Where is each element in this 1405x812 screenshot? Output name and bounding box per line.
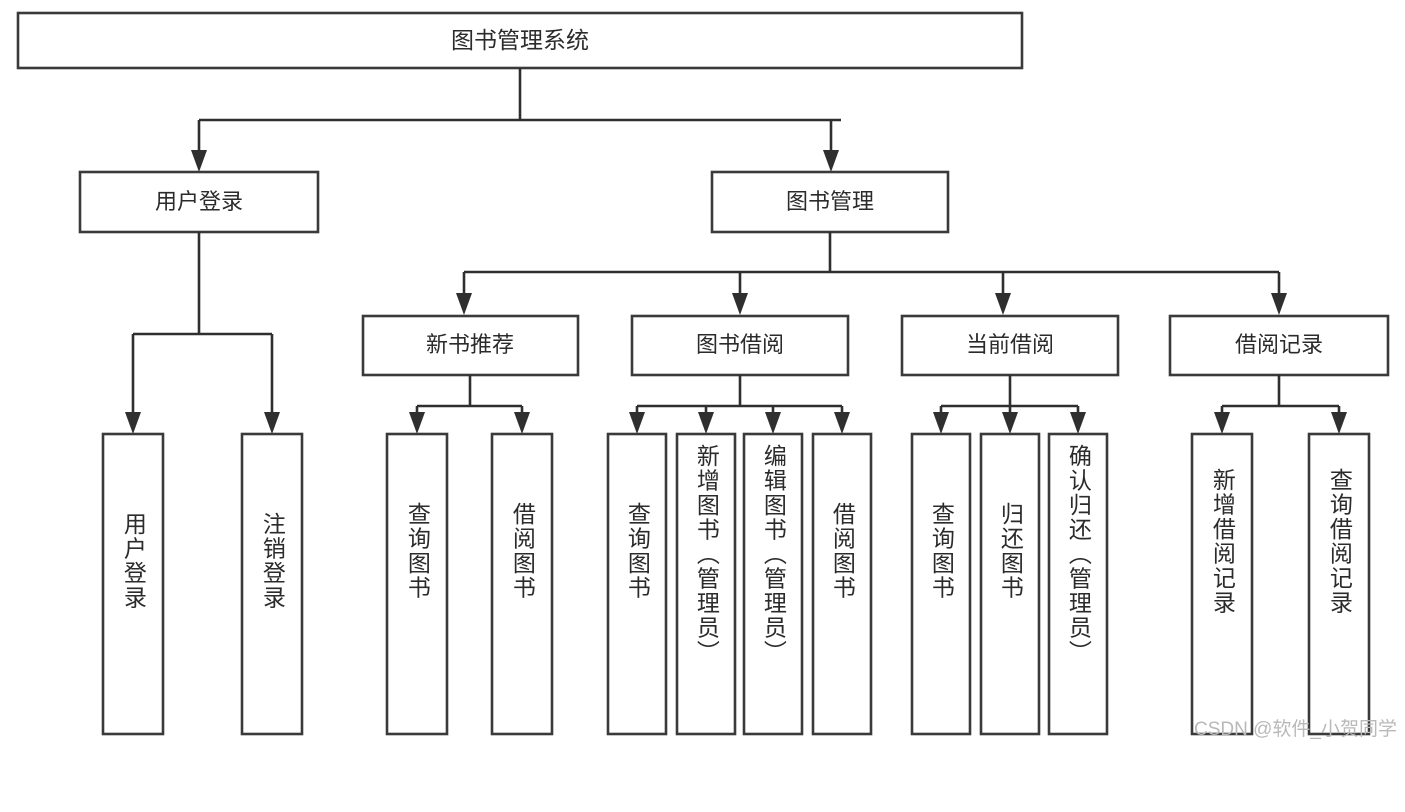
arrow-to-borrow-record: [1271, 293, 1287, 315]
leaf-box-edit-book[interactable]: [742, 432, 804, 736]
diagram-canvas: 图书管理系统 用户登录 图书管理: [16, 11, 1390, 736]
node-root-book-management-system[interactable]: 图书管理系统: [16, 11, 1024, 70]
node-borrow-record-label: 借阅记录: [1235, 332, 1323, 357]
arrow-to-leaf-query-book-3: [933, 412, 949, 434]
node-current-borrow-label: 当前借阅: [966, 332, 1054, 357]
leaf-box-logout-login[interactable]: [240, 432, 304, 736]
leaf-box-query-book-2[interactable]: [606, 432, 668, 736]
node-new-book-recommend[interactable]: 新书推荐: [361, 314, 580, 377]
arrow-to-new-book-recommend: [456, 293, 472, 315]
connector-book-management-to-level2: [456, 232, 1287, 315]
arrow-to-leaf-query-book-2: [629, 412, 645, 434]
arrow-to-leaf-borrow-book-1: [514, 412, 530, 434]
node-borrow-record[interactable]: 借阅记录: [1168, 314, 1390, 377]
arrow-to-leaf-return-book: [1002, 412, 1018, 434]
arrow-to-leaf-query-borrow-record: [1331, 412, 1347, 434]
arrow-to-leaf-borrow-book-2: [834, 412, 850, 434]
connector-current-borrow-to-leaves: [933, 375, 1086, 434]
node-user-login[interactable]: 用户登录: [78, 170, 320, 234]
arrow-to-leaf-query-book-1: [409, 412, 425, 434]
connector-root-to-level1: [191, 68, 841, 172]
node-current-borrow[interactable]: 当前借阅: [900, 314, 1120, 377]
arrow-to-book-management: [823, 150, 839, 172]
node-book-management[interactable]: 图书管理: [710, 170, 950, 234]
leaf-box-query-borrow-record[interactable]: [1307, 432, 1371, 736]
connector-new-book-recommend-to-leaves: [409, 375, 530, 434]
leaf-box-add-borrow-record[interactable]: [1190, 432, 1254, 736]
node-book-borrow-label: 图书借阅: [696, 332, 784, 357]
node-root-label: 图书管理系统: [451, 27, 589, 53]
arrow-to-leaf-confirm-return: [1070, 412, 1086, 434]
arrow-to-leaf-edit-book: [765, 412, 781, 434]
leaf-box-query-book-1[interactable]: [385, 432, 449, 736]
arrow-to-user-login: [191, 150, 207, 172]
watermark-text: CSDN @软件_小贺同学: [1194, 719, 1397, 740]
node-user-login-label: 用户登录: [155, 189, 243, 214]
leaf-box-confirm-return[interactable]: [1047, 432, 1109, 736]
leaf-box-add-book[interactable]: [675, 432, 737, 736]
arrow-to-leaf-logout-login: [264, 412, 280, 434]
hierarchy-diagram: 图书管理系统 用户登录 图书管理: [16, 11, 1397, 740]
arrow-to-book-borrow: [732, 293, 748, 315]
arrow-to-leaf-user-login: [125, 412, 141, 434]
leaf-box-return-book[interactable]: [979, 432, 1041, 736]
arrow-to-leaf-add-borrow-record: [1214, 412, 1230, 434]
connector-book-borrow-to-leaves: [629, 375, 850, 434]
leaf-box-borrow-book-1[interactable]: [490, 432, 554, 736]
connector-user-login-to-leaves: [125, 232, 280, 434]
node-new-book-recommend-label: 新书推荐: [426, 332, 514, 357]
arrow-to-leaf-add-book: [698, 412, 714, 434]
leaf-box-query-book-3[interactable]: [910, 432, 972, 736]
node-book-management-label: 图书管理: [786, 189, 874, 214]
arrow-to-current-borrow: [995, 293, 1011, 315]
node-book-borrow[interactable]: 图书借阅: [630, 314, 850, 377]
leaf-box-user-login[interactable]: [101, 432, 165, 736]
connector-borrow-record-to-leaves: [1214, 375, 1347, 434]
leaf-box-borrow-book-2[interactable]: [811, 432, 873, 736]
